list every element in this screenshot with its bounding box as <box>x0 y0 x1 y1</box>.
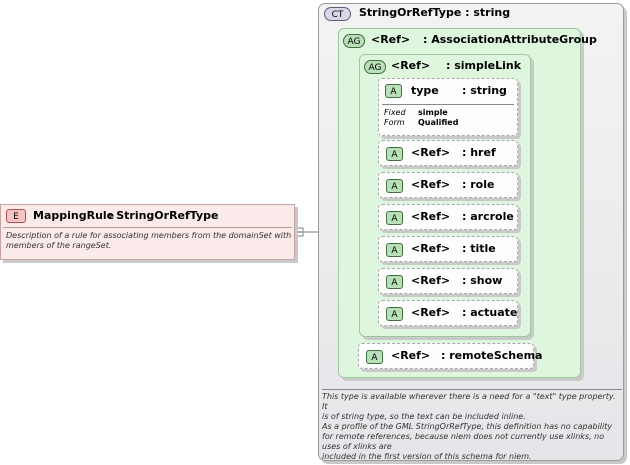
attribute-badge: A <box>386 179 403 193</box>
element-divider <box>3 227 292 228</box>
attribute-badge: A <box>386 147 403 161</box>
attribute-ref: <Ref> <box>411 178 451 191</box>
attribute-group-ref: <Ref> <box>371 33 411 46</box>
complex-type-name: StringOrRefType <box>359 6 462 19</box>
fixed-value: simple <box>418 108 448 117</box>
attribute-badge: A <box>366 350 383 364</box>
attribute-name: type <box>411 84 439 97</box>
attribute-group-name: : AssociationAttributeGroup <box>423 33 597 46</box>
complex-type-badge: CT <box>324 7 351 21</box>
element-mapping-rule[interactable] <box>0 204 295 260</box>
attribute-badge: A <box>386 275 403 289</box>
attribute-group-ref: <Ref> <box>391 59 431 72</box>
attribute-name: : arcrole <box>462 210 514 223</box>
attribute-badge: A <box>385 84 402 98</box>
attribute-actuate[interactable] <box>378 300 518 326</box>
form-label: Form <box>384 118 405 127</box>
attribute-badge: A <box>386 307 403 321</box>
attribute-badge: A <box>386 243 403 257</box>
element-type: : StringOrRefType <box>108 209 219 222</box>
attribute-type-value: : string <box>462 84 507 97</box>
divider <box>382 104 514 105</box>
attribute-badge: A <box>386 211 403 225</box>
element-name: MappingRule <box>33 209 115 222</box>
fixed-label: Fixed <box>384 108 406 117</box>
note-divider <box>322 389 622 390</box>
element-badge: E <box>6 209 26 223</box>
attribute-group-name: : simpleLink <box>446 59 522 72</box>
attribute-ref: <Ref> <box>411 306 451 319</box>
complex-type-base: string <box>473 6 511 19</box>
form-value: Qualified <box>418 118 459 127</box>
complex-type-title[interactable]: StringOrRefType : string <box>359 6 510 19</box>
attribute-ref: <Ref> <box>411 274 451 287</box>
attribute-group-badge: AG <box>364 60 386 74</box>
attribute-name: : role <box>462 178 495 191</box>
attribute-ref: <Ref> <box>411 210 451 223</box>
attribute-group-badge: AG <box>343 34 365 48</box>
attribute-remote-schema[interactable] <box>358 343 534 369</box>
attribute-name: : actuate <box>462 306 518 319</box>
attribute-name: : title <box>462 242 496 255</box>
attribute-ref: <Ref> <box>411 146 451 159</box>
element-documentation: Description of a rule for associating me… <box>6 231 292 250</box>
attribute-ref: <Ref> <box>391 349 431 362</box>
attribute-ref: <Ref> <box>411 242 451 255</box>
attribute-name: : show <box>462 274 503 287</box>
attribute-name: : href <box>462 146 496 159</box>
type-documentation: This type is available wherever there is… <box>322 392 616 461</box>
complex-type-sep: : <box>465 6 470 19</box>
attribute-name: : remoteSchema <box>441 349 543 362</box>
